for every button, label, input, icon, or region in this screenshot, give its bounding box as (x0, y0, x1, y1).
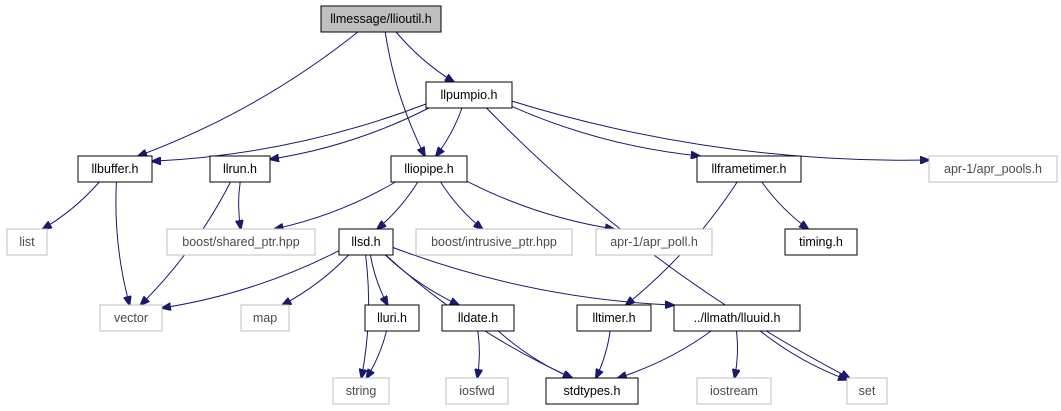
edge-llsd-to-lluri (369, 254, 387, 305)
node-stdtypes[interactable]: stdtypes.h (545, 377, 639, 405)
node-timing[interactable]: timing.h (784, 228, 858, 256)
node-iosfwd[interactable]: iosfwd (445, 377, 509, 405)
edge-lluuid-to-stdtypes (618, 330, 712, 378)
edge-llrun-to-boost_shared_ptr (239, 181, 241, 229)
edge-llioutil-to-llbuffer (138, 31, 359, 156)
edge-llpumpio-to-set (486, 107, 850, 378)
node-apr-poll-label: apr-1/apr_poll.h (610, 235, 698, 249)
edge-llpumpio-to-llbuffer (152, 103, 427, 161)
node-iostream[interactable]: iostream (696, 377, 772, 405)
edge-llbuffer-to-list (43, 181, 100, 229)
edge-lliopipe-to-boost_shared_ptr (275, 181, 396, 229)
edge-lldate-to-iosfwd (477, 330, 479, 378)
edge-llpumpio-to-llrun (270, 107, 430, 159)
node-apr-poll[interactable]: apr-1/apr_poll.h (595, 228, 713, 256)
edge-llsd-to-lluuid (392, 247, 674, 306)
node-lltimer[interactable]: lltimer.h (576, 304, 652, 332)
edge-llpumpio-to-llframetimer (511, 105, 700, 156)
node-llrun[interactable]: llrun.h (209, 155, 271, 183)
node-llioutil-label: llmessage/llioutil.h (330, 12, 431, 26)
edge-lliopipe-to-boost_intrusive_ptr (440, 181, 483, 229)
node-vector-label: vector (114, 311, 148, 325)
node-set-label: set (859, 384, 876, 398)
edge-lliopipe-to-apr_poll (466, 180, 614, 229)
edge-llsd-to-map (282, 254, 350, 305)
node-llrun-label: llrun.h (223, 162, 257, 176)
node-llframetimer-label: llframetimer.h (711, 162, 786, 176)
node-boost-intrusive-ptr-label: boost/intrusive_ptr.hpp (431, 235, 557, 249)
node-string[interactable]: string (332, 377, 390, 405)
node-lliopipe[interactable]: lliopipe.h (390, 155, 468, 183)
edge-llpumpio-to-apr_pools (511, 100, 929, 160)
node-apr-pools[interactable]: apr-1/apr_pools.h (928, 155, 1058, 183)
node-string-label: string (346, 384, 377, 398)
node-lluuid-label: ../llmath/lluuid.h (694, 311, 781, 325)
node-boost-shared-ptr[interactable]: boost/shared_ptr.hpp (166, 228, 316, 256)
node-set[interactable]: set (846, 377, 888, 405)
node-iosfwd-label: iosfwd (459, 384, 494, 398)
node-lldate[interactable]: lldate.h (441, 304, 515, 332)
node-boost-shared-ptr-label: boost/shared_ptr.hpp (182, 235, 299, 249)
node-llsd-label: llsd.h (351, 235, 380, 249)
node-map[interactable]: map (240, 304, 290, 332)
node-llframetimer[interactable]: llframetimer.h (696, 155, 802, 183)
node-lltimer-label: lltimer.h (592, 311, 635, 325)
node-llsd[interactable]: llsd.h (338, 228, 394, 256)
edge-lldate-to-stdtypes (497, 330, 571, 378)
edge-lluuid-to-set (759, 330, 847, 380)
node-list[interactable]: list (6, 228, 48, 256)
node-llbuffer[interactable]: llbuffer.h (77, 155, 153, 183)
node-lliopipe-label: lliopipe.h (404, 162, 453, 176)
edge-llbuffer-to-vector (115, 181, 130, 305)
node-iostream-label: iostream (710, 384, 758, 398)
nodes-layer: llmessage/llioutil.h llpumpio.h llbuffer… (6, 5, 1058, 405)
node-timing-label: timing.h (799, 235, 843, 249)
node-llioutil[interactable]: llmessage/llioutil.h (320, 5, 442, 33)
node-apr-pools-label: apr-1/apr_pools.h (944, 162, 1042, 176)
node-map-label: map (253, 311, 277, 325)
node-lluri-label: lluri.h (377, 311, 407, 325)
node-lldate-label: lldate.h (458, 311, 498, 325)
edge-llsd-to-lldate (384, 254, 459, 305)
edge-lliopipe-to-llsd (377, 181, 419, 229)
node-lluri[interactable]: lluri.h (364, 304, 420, 332)
node-llbuffer-label: llbuffer.h (91, 162, 138, 176)
node-stdtypes-label: stdtypes.h (564, 384, 621, 398)
edge-llioutil-to-llpumpio (395, 31, 454, 82)
edge-lltimer-to-stdtypes (596, 330, 611, 378)
node-list-label: list (19, 235, 35, 249)
node-llpumpio-label: llpumpio.h (441, 88, 498, 102)
edge-llioutil-to-lliopipe (384, 31, 425, 156)
edge-llsd-to-vector (162, 250, 340, 308)
edge-llpumpio-to-lliopipe (436, 107, 463, 156)
edge-llframetimer-to-timing (761, 181, 808, 229)
node-lluuid[interactable]: ../llmath/lluuid.h (673, 304, 801, 332)
node-vector[interactable]: vector (99, 304, 163, 332)
edge-lluuid-to-iostream (735, 330, 738, 378)
edge-lluri-to-string (367, 330, 387, 378)
node-boost-intrusive-ptr[interactable]: boost/intrusive_ptr.hpp (415, 228, 573, 256)
node-llpumpio[interactable]: llpumpio.h (425, 81, 513, 109)
